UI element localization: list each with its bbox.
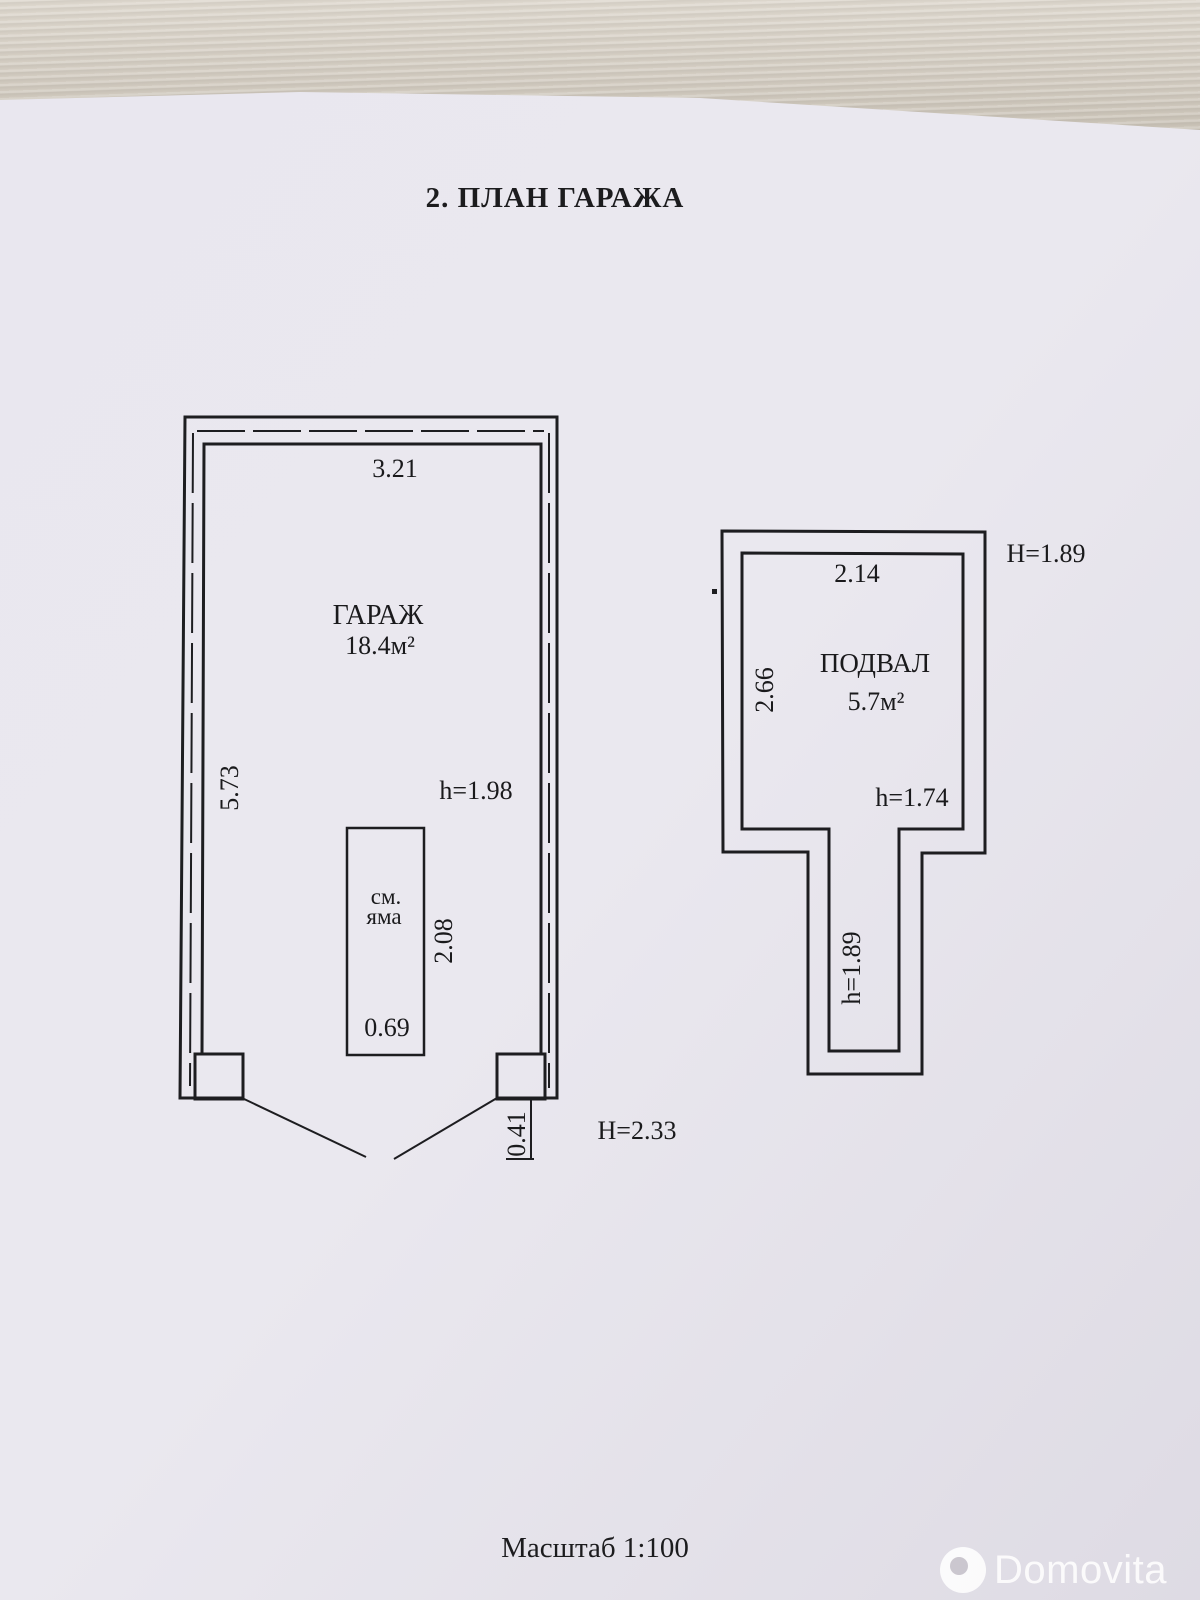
basement-room-area: 5.7м² bbox=[848, 687, 905, 716]
basement-plan bbox=[720, 529, 987, 1076]
garage-outer-wall bbox=[178, 415, 559, 1100]
page-title: 2. ПЛАН ГАРАЖА bbox=[425, 182, 685, 214]
watermark: Domovita bbox=[940, 1545, 1167, 1595]
garage-left-pillar bbox=[193, 1052, 245, 1101]
basement-corner-mark bbox=[712, 589, 717, 594]
scale-caption: Масштаб 1:100 bbox=[501, 1532, 689, 1564]
garage-wall-dashes-left bbox=[189, 432, 194, 1087]
pit-length-dimension: 2.08 bbox=[429, 918, 458, 964]
gate-projection-dimension: 0.41 bbox=[502, 1111, 531, 1157]
basement-width-dimension: 2.14 bbox=[834, 559, 880, 588]
garage-right-pillar bbox=[495, 1052, 547, 1101]
garage-plan bbox=[178, 415, 559, 1160]
garage-room-height: h=1.98 bbox=[439, 776, 512, 805]
watermark-text: Domovita bbox=[994, 1547, 1167, 1592]
garage-room-area: 18.4м² bbox=[345, 631, 415, 660]
inspection-pit bbox=[345, 826, 426, 1057]
garage-width-dimension: 3.21 bbox=[372, 454, 418, 483]
pit-label-line1: см. bbox=[371, 884, 402, 909]
basement-room-height: h=1.74 bbox=[875, 783, 948, 812]
basement-inner-wall bbox=[740, 551, 965, 1053]
basement-length-dimension: 2.66 bbox=[750, 667, 779, 713]
garage-gate-right-leaf bbox=[393, 1097, 498, 1160]
basement-outer-wall bbox=[720, 529, 987, 1076]
pit-width-dimension: 0.69 bbox=[364, 1013, 410, 1042]
garage-room-name: ГАРАЖ bbox=[333, 600, 425, 631]
garage-building-height: H=2.33 bbox=[598, 1116, 677, 1145]
pit-label-line2: яма bbox=[366, 904, 401, 929]
basement-outer-height: H=1.89 bbox=[1007, 539, 1086, 568]
watermark-logo-icon bbox=[940, 1547, 986, 1593]
garage-gate-left-leaf bbox=[241, 1097, 367, 1158]
paper-surface bbox=[0, 92, 1200, 1600]
garage-length-dimension: 5.73 bbox=[215, 765, 244, 811]
passage-height: h=1.89 bbox=[837, 931, 866, 1004]
basement-room-name: ПОДВАЛ bbox=[820, 648, 930, 678]
